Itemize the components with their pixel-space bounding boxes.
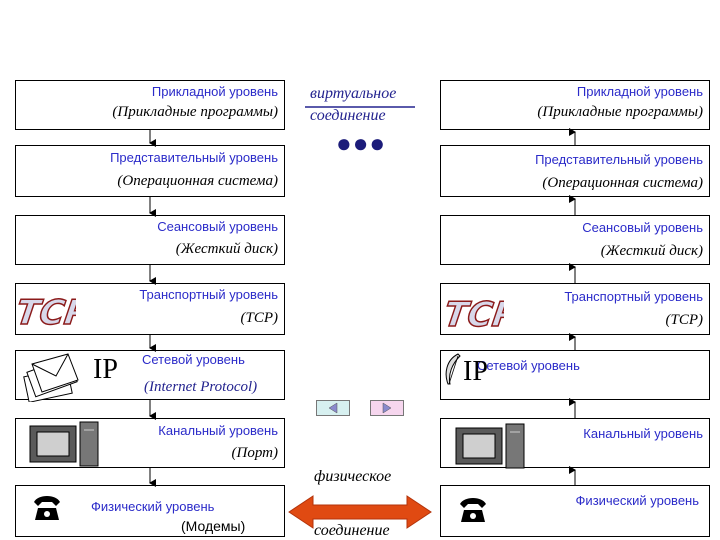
right-layer-application-title: Прикладной уровень [576,84,703,99]
left-down-arrows [149,130,156,487]
physical-connection-line2: соединение [314,522,390,539]
feather-icon [445,353,461,385]
left-layer-datalink-title: Канальный уровень [158,423,278,438]
left-layer-application: Прикладной уровень (Прикладные программы… [15,80,285,130]
left-triangle-icon [328,402,338,414]
left-layer-network-sub: (Internet Protocol) [144,379,258,395]
prev-slide-button[interactable] [316,400,350,416]
left-layer-session-title: Сеансовый уровень [157,219,278,234]
tcp-logo-icon: TCP [446,294,504,334]
virtual-connection-underline [305,106,415,108]
physical-connection-line1: физическое [314,468,392,485]
left-layer-session: Сеансовый уровень (Жесткий диск) [15,215,285,265]
ellipsis-dots: ●●● [336,128,387,158]
ip-label: IP [463,356,488,387]
left-layer-session-sub: (Жесткий диск) [175,241,278,257]
computer-icon [455,423,525,469]
left-layer-physical-sub: (Модемы) [181,518,246,534]
right-layer-physical: Физический уровень [440,485,710,537]
left-layer-transport-title: Транспортный уровень [139,287,278,302]
physical-connection-arrow [288,495,432,529]
left-layer-application-sub: (Прикладные программы) [112,104,278,120]
tcp-logo-icon: TCP [18,292,76,332]
left-layer-transport-sub: (TCP) [240,310,279,326]
left-layer-presentation-sub: (Операционная система) [117,173,278,189]
left-layer-presentation-title: Представительный уровень [110,150,278,165]
right-layer-physical-title: Физический уровень [575,493,699,508]
right-layer-network: Сетевой уровень [440,350,710,400]
telephone-icon [34,496,60,520]
ip-label: IP [93,354,118,385]
right-layer-session-sub: (Жесткий диск) [600,243,703,259]
computer-icon [29,421,99,467]
mail-envelopes-icon [23,353,79,402]
right-layer-transport: Транспортный уровень (TCP) [440,283,710,335]
virtual-connection-line2: соединение [310,107,386,124]
next-slide-button[interactable] [370,400,404,416]
left-layer-physical-title: Физический уровень [91,499,215,514]
left-layer-physical: Физический уровень (Модемы) [15,485,285,537]
right-up-arrows [569,128,576,485]
right-layer-application-sub: (Прикладные программы) [537,104,703,120]
left-layer-presentation: Представительный уровень (Операционная с… [15,145,285,197]
right-layer-session: Сеансовый уровень (Жесткий диск) [440,215,710,265]
right-layer-session-title: Сеансовый уровень [582,220,703,235]
virtual-connection-line1: виртуальное [310,85,397,102]
right-layer-presentation-sub: (Операционная система) [542,175,703,191]
left-layer-datalink-sub: (Порт) [231,445,278,461]
right-layer-datalink-title: Канальный уровень [583,426,703,441]
tcp-logo-text: TCP [446,295,504,334]
right-layer-network-title: Сетевой уровень [477,358,580,373]
left-layer-network-title: Сетевой уровень [142,352,245,367]
left-layer-application-title: Прикладной уровень [151,84,278,99]
right-triangle-icon [382,402,392,414]
right-layer-presentation: Представительный уровень (Операционная с… [440,145,710,197]
right-layer-transport-title: Транспортный уровень [564,289,703,304]
right-layer-application: Прикладной уровень (Прикладные программы… [440,80,710,130]
right-layer-transport-sub: (TCP) [665,312,704,328]
right-layer-presentation-title: Представительный уровень [535,152,703,167]
tcp-logo-text: TCP [18,293,76,332]
telephone-icon [460,498,486,522]
